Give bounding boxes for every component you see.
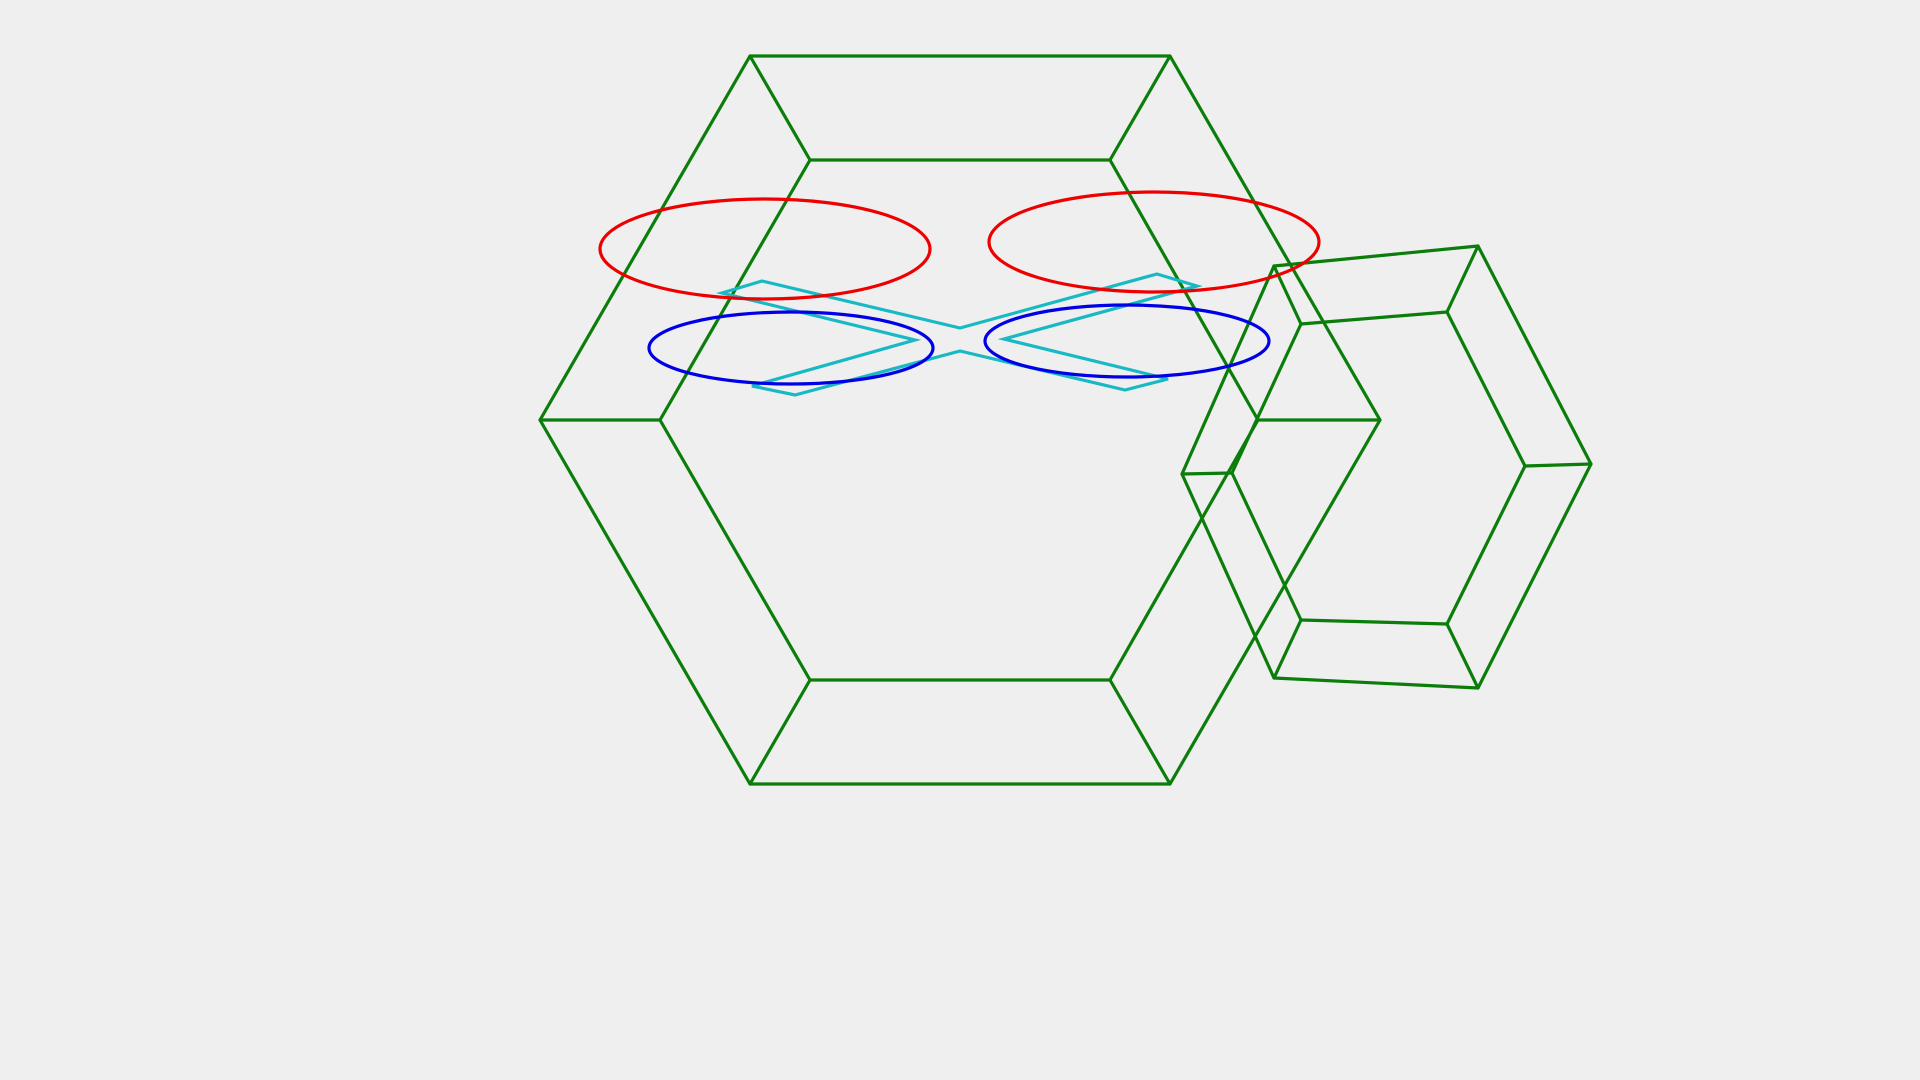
large-hexagon-outer — [538, 54, 1382, 786]
small-hexagon-inner — [1230, 310, 1527, 626]
small-hexagon-frame — [1180, 244, 1593, 690]
upper-right-ellipse — [987, 190, 1321, 294]
lower-left-ellipse — [647, 310, 935, 386]
upper-left-ellipse — [598, 197, 932, 301]
large-hexagon-inner — [658, 158, 1260, 682]
large-hexagon-spokes — [538, 54, 1382, 786]
bowtie-shape — [715, 272, 1203, 397]
lower-right-ellipse — [983, 303, 1271, 379]
large-hexagon-frame — [538, 54, 1382, 786]
